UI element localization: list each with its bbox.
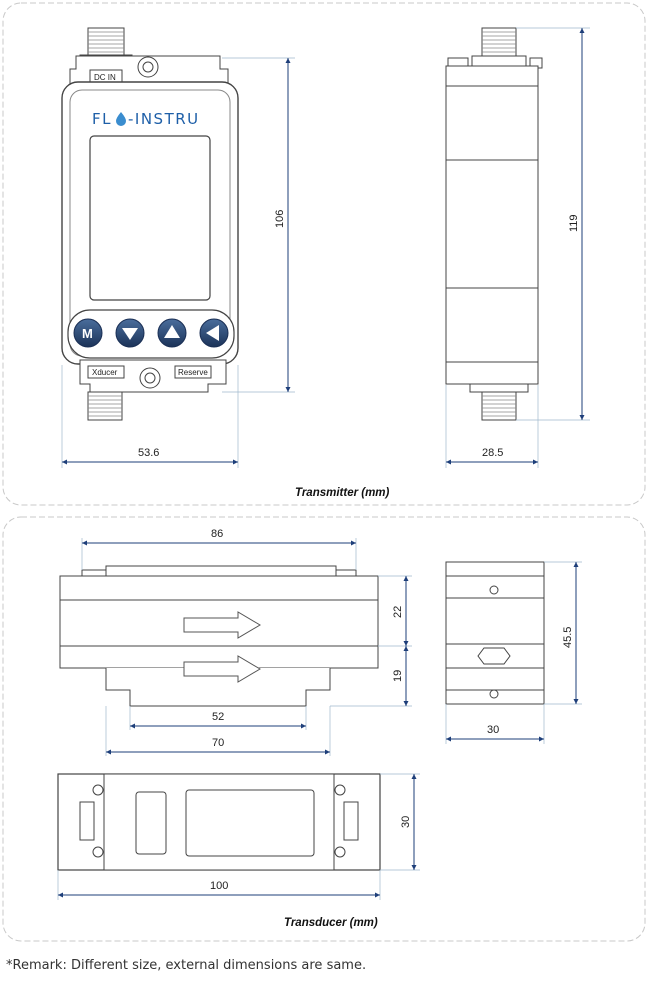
height-dimension: 106 [274,210,286,228]
depth-dimension: 28.5 [482,447,503,459]
bottom-length-dimension: 100 [210,880,228,892]
button-left[interactable] [199,318,229,348]
transducer-panel [2,516,646,942]
xducer-label: Xducer [92,368,118,377]
button-up[interactable] [157,318,187,348]
dc-in-label: DC IN [94,73,116,82]
transmitter-caption: Transmitter (mm) [295,487,390,499]
transducer-bottom-view [57,773,381,871]
button-down[interactable] [115,318,145,348]
transmitter-panel [2,2,646,506]
up-arrow-icon [164,325,180,338]
transmitter-front-view [61,27,239,421]
button-m[interactable]: M [73,318,103,348]
left-arrow-icon [206,325,219,341]
side-extension-lines [445,27,590,468]
transducer-caption: Transducer (mm) [284,917,378,929]
down-arrow-icon [122,328,138,340]
transducer-side-width-dimension: 30 [487,724,499,736]
display-screen [89,135,211,301]
transducer-side-view [445,561,545,705]
top-length-dimension: 86 [211,528,223,540]
logo-text-left: FL [92,110,112,128]
bottom-width-dimension: 30 [400,816,412,828]
reserve-label: Reserve [178,368,208,377]
front-extension-lines [61,57,295,468]
transmitter-side-view [445,27,543,421]
logo-drop-icon [116,112,126,126]
logo-text-right: -INSTRU [128,110,200,128]
base-length-dimension: 70 [212,737,224,749]
transducer-front-view [59,565,379,707]
inner-length-dimension: 52 [212,711,224,723]
flow-arrow-bottom [183,655,261,683]
width-dimension: 53.6 [138,447,159,459]
button-m-label: M [82,326,93,341]
flow-arrow-top [183,611,261,639]
side-height-dimension: 119 [568,214,580,232]
lower-height-dimension: 19 [392,670,404,682]
remark-text: *Remark: Different size, external dimens… [6,958,367,973]
transducer-side-height-dimension: 45.5 [562,627,574,648]
upper-height-dimension: 22 [392,606,404,618]
